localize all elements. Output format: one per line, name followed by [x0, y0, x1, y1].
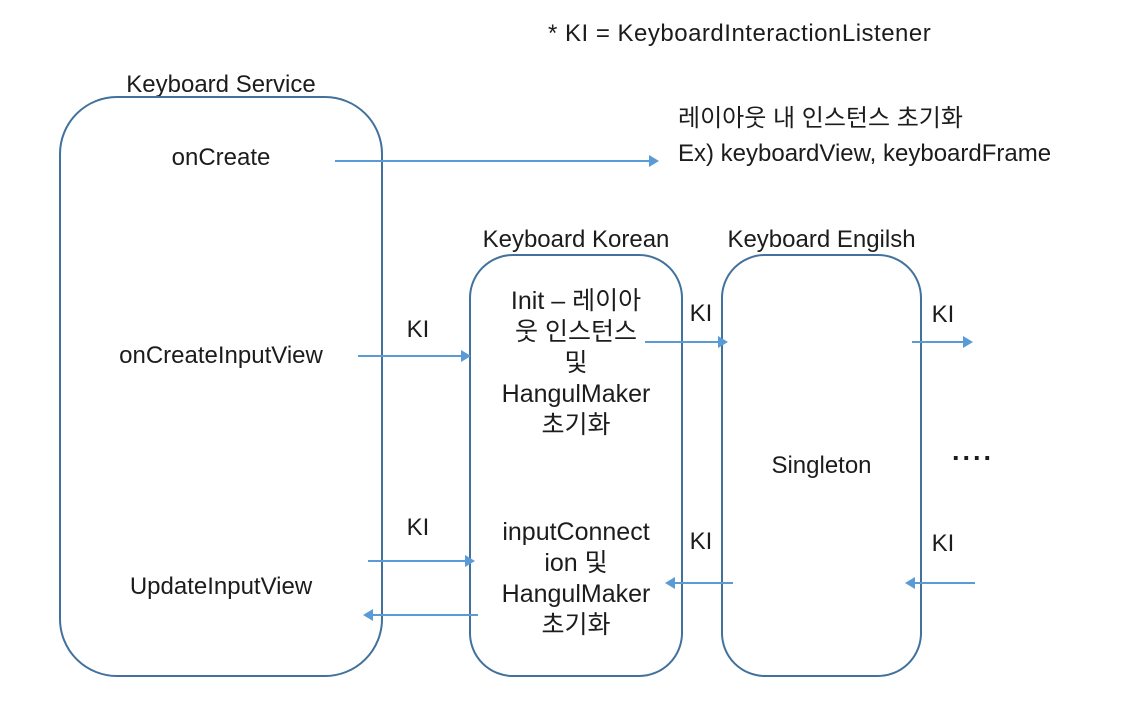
service-item-updateinputview: UpdateInputView: [129, 573, 313, 600]
arrow-korean-to-english-top: [645, 336, 728, 348]
input-line: 초기화: [541, 611, 611, 639]
english-item-singleton: Singleton: [771, 452, 872, 479]
ki-label: KI: [931, 530, 955, 557]
korean-box-title: Keyboard Korean: [482, 226, 670, 253]
input-line: inputConnect: [502, 518, 650, 546]
oncreate-annotation: 레이아웃 내 인스턴스 초기화 Ex) keyboardView, keyboa…: [678, 101, 1051, 171]
arrow-updateinputview-to-korean: [368, 555, 475, 567]
korean-box-inputconnection-text: inputConnect ion 및 HangulMaker 초기화: [469, 517, 683, 641]
ki-label: KI: [406, 514, 430, 541]
arrow-english-out-top: [912, 336, 973, 348]
service-item-oncreate: onCreate: [171, 144, 271, 171]
arrow-oncreateinputview-to-korean: [358, 350, 471, 362]
legend-note: * KI = KeyboardInteractionListener: [548, 20, 932, 47]
init-line: 웃 인스턴스: [515, 318, 637, 346]
oncreate-annotation-line1: 레이아웃 내 인스턴스 초기화: [678, 105, 963, 132]
arrow-korean-to-service-return: [363, 609, 478, 621]
service-box-title: Keyboard Service: [126, 71, 316, 98]
korean-box: [469, 254, 683, 677]
init-line: 초기화: [541, 411, 611, 439]
english-box-title: Keyboard Engilsh: [727, 226, 916, 253]
korean-box-init-text: Init – 레이아 웃 인스턴스 및 HangulMaker 초기화: [469, 286, 683, 441]
ki-label: KI: [689, 528, 713, 555]
ki-label: KI: [689, 300, 713, 327]
init-line: Init – 레이아: [510, 287, 642, 315]
input-line: ion 및: [544, 549, 608, 577]
ki-label: KI: [406, 316, 430, 343]
arrow-in-to-english-bottom: [905, 577, 975, 589]
continuation-dots: ....: [952, 436, 995, 466]
arrow-english-to-korean-bottom: [665, 577, 733, 589]
service-item-oncreateinputview: onCreateInputView: [119, 342, 323, 369]
service-box: [59, 96, 383, 677]
init-line: 및: [564, 349, 588, 377]
input-line: HangulMaker: [501, 580, 651, 608]
english-box: [721, 254, 922, 677]
oncreate-annotation-line2: Ex) keyboardView, keyboardFrame: [678, 140, 1052, 167]
ki-label: KI: [931, 301, 955, 328]
init-line: HangulMaker: [501, 380, 651, 408]
arrow-oncreate-to-annotation: [335, 155, 659, 167]
